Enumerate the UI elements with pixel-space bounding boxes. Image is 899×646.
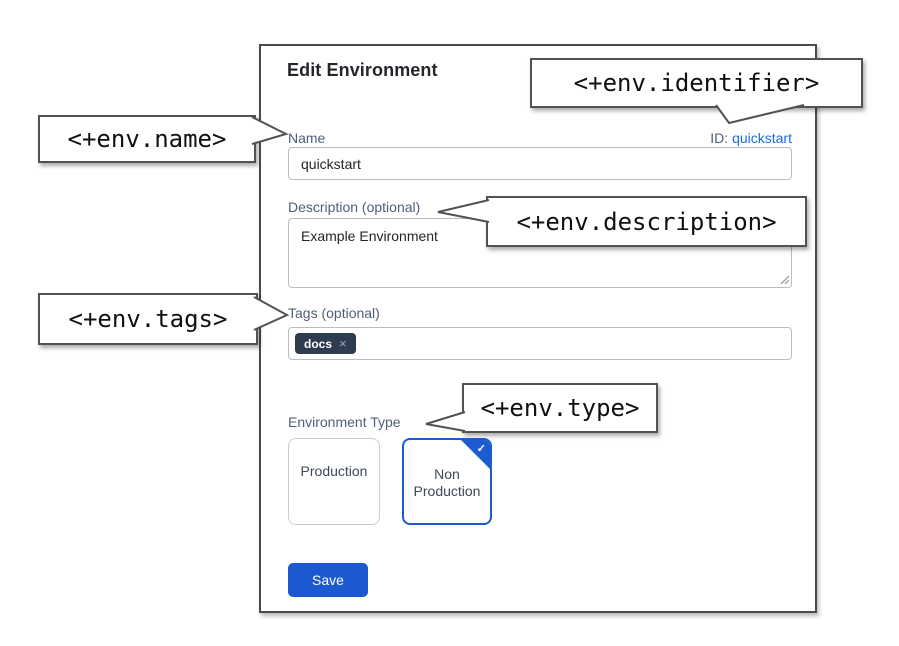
- id-value-link[interactable]: quickstart: [732, 130, 792, 146]
- description-label: Description (optional): [288, 199, 421, 215]
- id-caption: ID:: [710, 130, 729, 146]
- tag-chip-text: docs: [304, 336, 333, 351]
- type-card-non-production[interactable]: Non Production ✓: [402, 438, 492, 525]
- check-icon: ✓: [476, 443, 486, 455]
- name-input[interactable]: [288, 147, 792, 180]
- tags-input[interactable]: docs ×: [288, 327, 792, 360]
- save-button[interactable]: Save: [288, 563, 368, 597]
- callout-env-name-text: <+env.name>: [67, 125, 227, 153]
- callout-env-type-text: <+env.type>: [480, 394, 640, 422]
- dialog-title: Edit Environment: [287, 60, 438, 80]
- callout-env-description: <+env.description>: [486, 196, 807, 247]
- callout-env-tags: <+env.tags>: [38, 293, 258, 345]
- environment-type-options: Production Non Production ✓: [288, 438, 492, 525]
- callout-env-description-text: <+env.description>: [516, 207, 777, 236]
- type-card-production[interactable]: Production: [288, 438, 380, 525]
- edit-environment-dialog: Edit Environment Name ID: quickstart Des…: [259, 44, 817, 613]
- environment-id: ID: quickstart: [710, 130, 792, 146]
- callout-env-name: <+env.name>: [38, 115, 256, 163]
- tag-chip: docs ×: [295, 333, 356, 354]
- callout-env-identifier: <+env.identifier>: [530, 58, 863, 108]
- type-card-production-label: Production: [300, 463, 368, 479]
- environment-type-label: Environment Type: [288, 414, 401, 430]
- callout-env-tags-text: <+env.tags>: [68, 305, 228, 333]
- callout-env-type: <+env.type>: [462, 383, 658, 433]
- name-label: Name: [288, 130, 326, 146]
- tag-remove-icon[interactable]: ×: [339, 336, 347, 351]
- resize-handle-icon[interactable]: [779, 274, 789, 284]
- tags-label: Tags (optional): [288, 305, 380, 321]
- callout-env-identifier-text: <+env.identifier>: [573, 69, 820, 97]
- type-card-non-production-label: Non Production: [413, 466, 481, 499]
